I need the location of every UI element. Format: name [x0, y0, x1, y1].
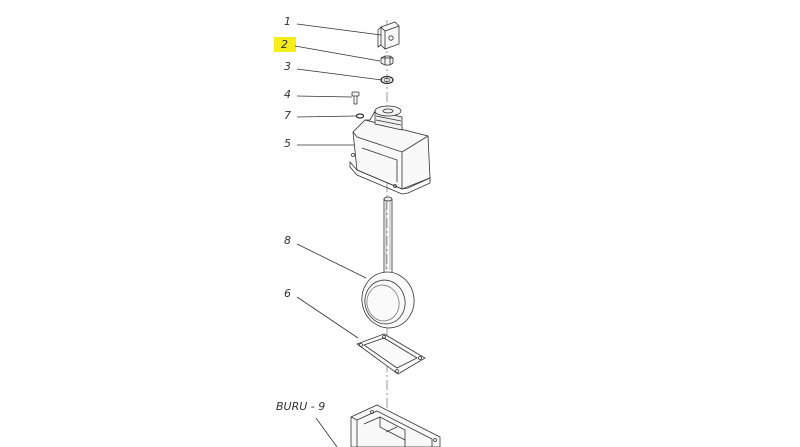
callout-label-9: BURU - 9	[276, 400, 326, 413]
callout-label-6: 6	[284, 287, 291, 300]
callout-label-2: 2	[281, 38, 288, 51]
callout-label-3: 3	[284, 60, 291, 73]
leader-line-7	[296, 115, 357, 118]
leader-line-4	[296, 95, 353, 98]
callout-label-4: 4	[284, 88, 291, 101]
leader-line-9	[315, 417, 338, 447]
leader-line-6	[296, 296, 359, 339]
hex-nut-part	[380, 55, 394, 66]
callout-label-8: 8	[284, 234, 291, 247]
housing-cover-part	[349, 105, 431, 195]
callout-label-5: 5	[284, 137, 291, 150]
leader-line-8	[296, 243, 367, 279]
callout-label-1: 1	[284, 15, 291, 28]
washer-part	[380, 75, 394, 85]
leader-line-2	[294, 45, 381, 62]
callout-label-7: 7	[284, 109, 291, 122]
bolt-part	[351, 91, 360, 105]
leader-line-3	[296, 68, 383, 81]
small-washer-part	[355, 113, 365, 119]
callout-highlight	[274, 37, 296, 52]
float-rod-part	[361, 196, 415, 329]
clevis-bracket-part	[377, 21, 400, 50]
base-body-part	[350, 404, 441, 447]
leader-line-1	[296, 23, 382, 36]
gasket-part	[356, 333, 426, 375]
